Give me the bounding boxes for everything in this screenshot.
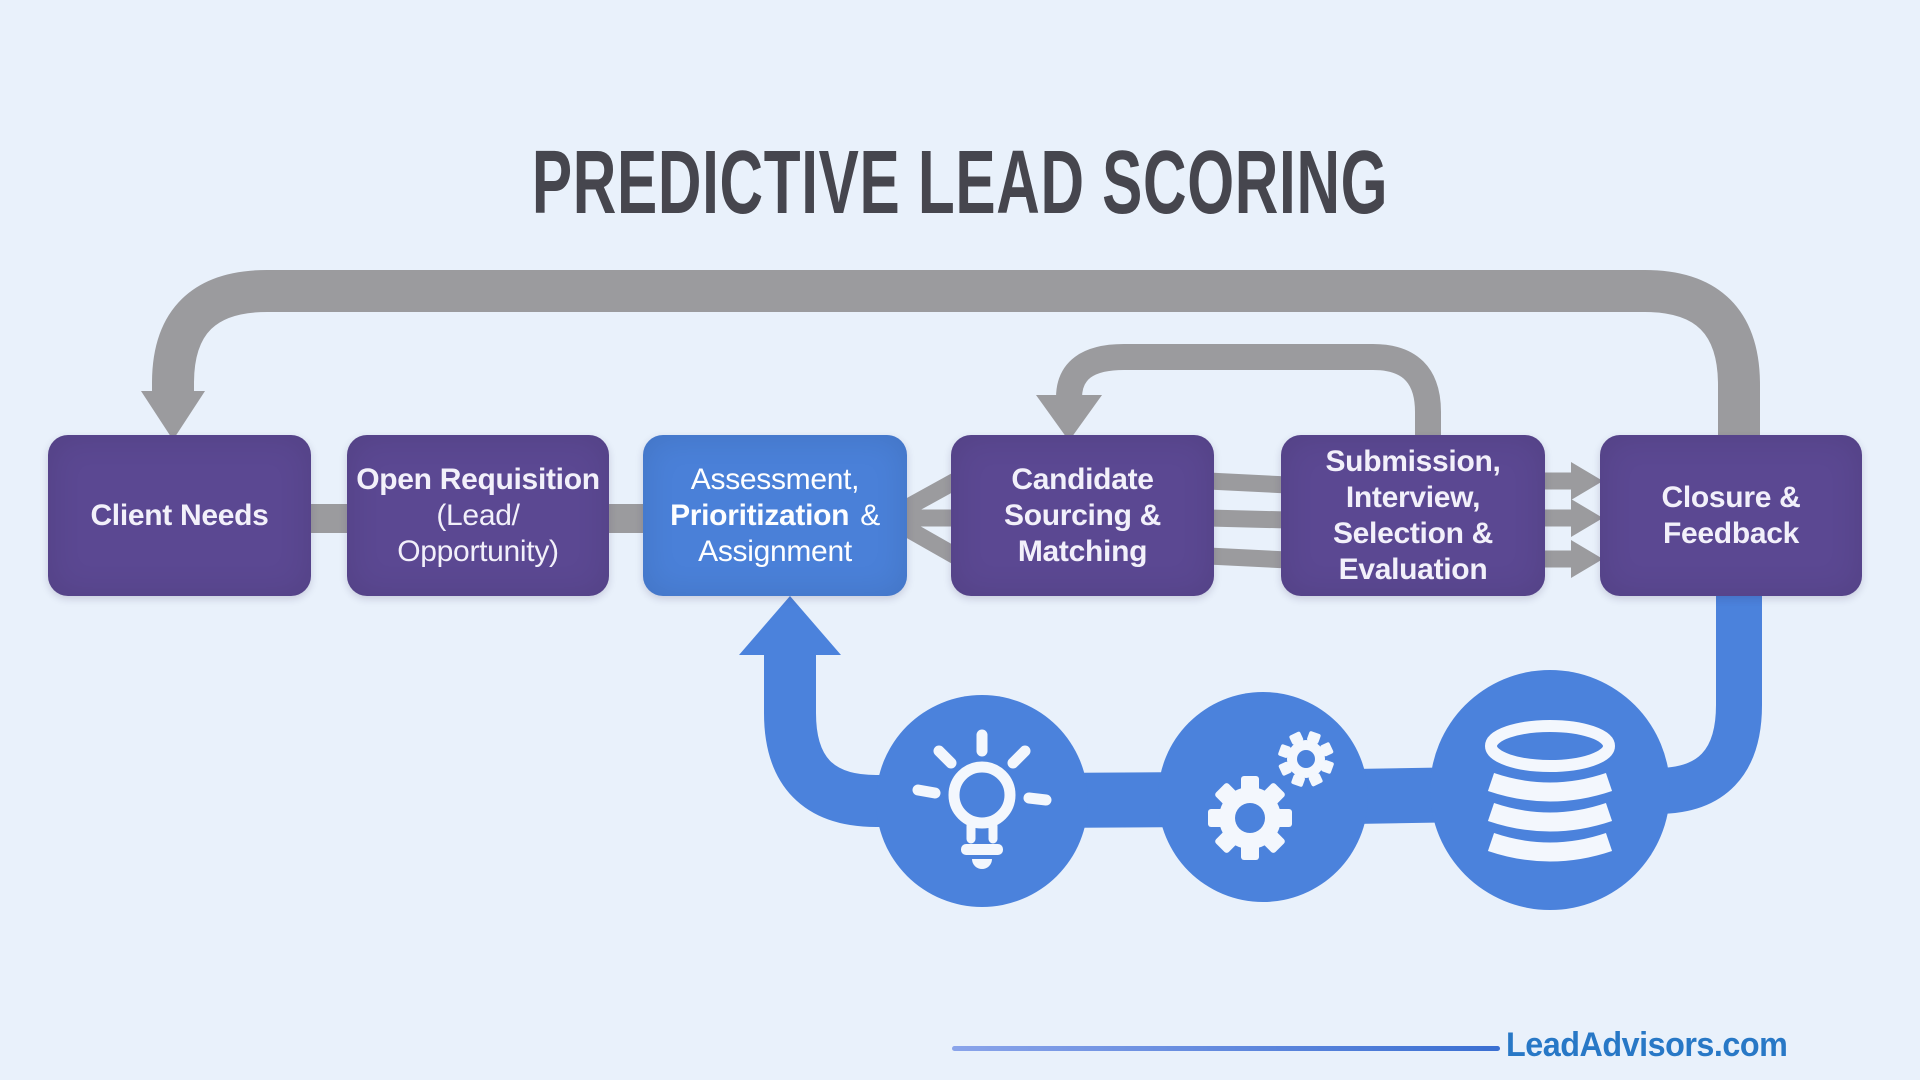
analysis-arrowhead-icon xyxy=(739,596,841,655)
lightbulb-icon xyxy=(912,729,1052,869)
connector-4-5 xyxy=(1207,472,1289,569)
step-client-needs: Client Needs xyxy=(48,435,311,596)
feedback-loop-path xyxy=(152,270,1760,440)
connector-3-4 xyxy=(896,471,964,566)
step-label: Assessment, xyxy=(690,462,860,496)
step-submission-interview: Submission, Interview, Selection & Evalu… xyxy=(1281,435,1545,596)
analysis-path-left xyxy=(764,648,930,827)
connector-2-3 xyxy=(601,504,651,533)
feedback-loop-arrowhead-icon xyxy=(141,391,205,440)
step-label: Closure & xyxy=(1661,480,1801,514)
small-gear-icon xyxy=(1278,731,1334,787)
connector-5-6 xyxy=(1540,462,1603,578)
database-icon xyxy=(1485,720,1615,862)
large-gear-icon xyxy=(1208,776,1292,860)
footer-divider-line xyxy=(952,1046,1500,1051)
arrowhead-icon xyxy=(1571,462,1603,500)
sourcing-loop-path xyxy=(1056,344,1441,440)
page-title: PREDICTIVE LEAD SCORING xyxy=(0,132,1920,235)
step-label: Opportunity) xyxy=(397,534,559,568)
gears-icon xyxy=(1208,731,1334,860)
step-label-bold: Prioritization xyxy=(670,498,850,532)
step-label: (Lead/ xyxy=(436,498,520,532)
step-label: Interview, xyxy=(1345,480,1481,514)
step-open-requisition: Open Requisition (Lead/ Opportunity) xyxy=(347,435,609,596)
step-label: Assignment xyxy=(698,534,852,568)
step-candidate-sourcing: Candidate Sourcing & Matching xyxy=(951,435,1214,596)
arrowhead-icon xyxy=(1571,540,1603,578)
step-closure-feedback: Closure & Feedback xyxy=(1600,435,1862,596)
arrowhead-icon xyxy=(1571,499,1603,537)
step-label: Evaluation xyxy=(1338,552,1488,586)
step-label: Open Requisition xyxy=(356,462,600,496)
connector-1-2 xyxy=(303,504,355,533)
step-label: Candidate xyxy=(1011,462,1154,496)
step-label: Submission, xyxy=(1325,444,1501,478)
lightbulb-circle xyxy=(876,695,1088,907)
step-label: Matching xyxy=(1017,534,1148,568)
step-label: Prioritization& xyxy=(670,498,880,534)
step-label: Selection & xyxy=(1332,516,1494,550)
step-label-amp: & xyxy=(860,498,880,532)
step-label: Feedback xyxy=(1663,516,1799,550)
step-label: Sourcing & xyxy=(1003,498,1161,532)
page-title-text: PREDICTIVE LEAD SCORING xyxy=(531,133,1389,233)
step-label: Client Needs xyxy=(90,498,269,532)
brand-link[interactable]: LeadAdvisors.com xyxy=(1506,1026,1788,1064)
step-assessment-prioritization: Assessment, Prioritization& Assignment xyxy=(643,435,907,596)
sourcing-loop-arrowhead-icon xyxy=(1036,395,1102,441)
